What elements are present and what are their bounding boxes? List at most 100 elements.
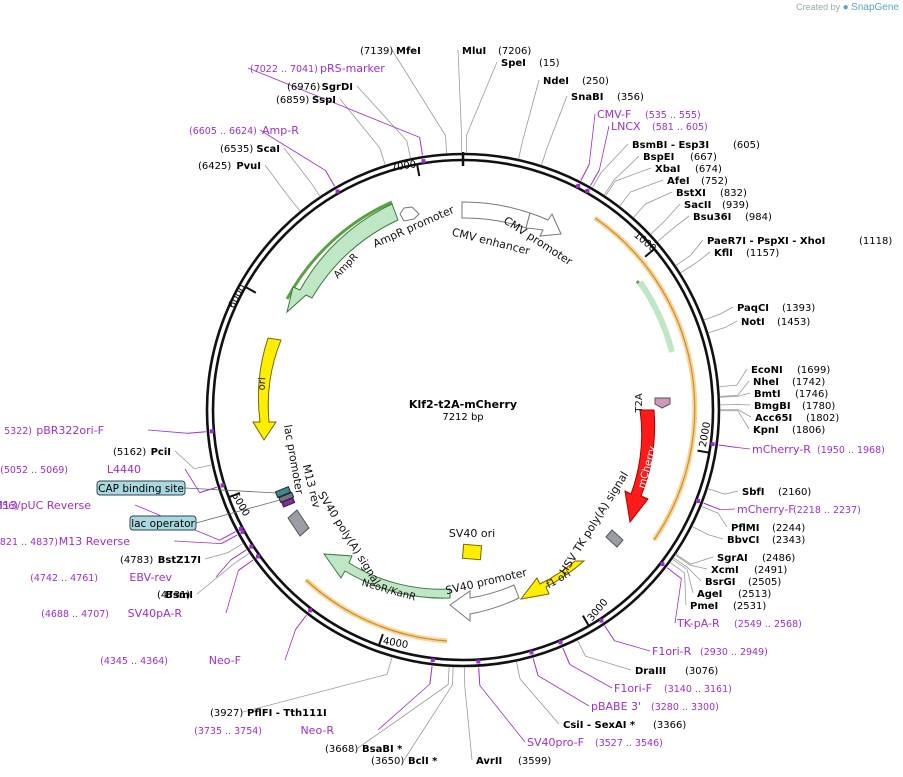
enzyme-name[interactable]: SgrAI: [717, 553, 748, 564]
enzyme-leader-line: [403, 666, 454, 761]
primer-name[interactable]: F1ori-F: [614, 682, 652, 695]
tick-mark: [644, 248, 655, 258]
primer-name[interactable]: mCherry-F: [737, 503, 795, 516]
ori-arrow[interactable]: [252, 337, 282, 441]
mcherry-arrow[interactable]: [624, 409, 656, 524]
enzyme-name[interactable]: XbaI: [655, 164, 680, 175]
primer-name[interactable]: mCherry-R: [752, 443, 811, 456]
m13-rev-box[interactable]: [281, 497, 296, 508]
primer-name[interactable]: M13/pUC Reverse: [0, 499, 91, 512]
lac-operator-box[interactable]: [274, 485, 292, 499]
enzyme-name[interactable]: CsiI - SexAI *: [563, 720, 636, 731]
enzyme-name[interactable]: BsaBI *: [362, 744, 403, 755]
enzyme-name[interactable]: PaeR7I - PspXI - XhoI: [707, 236, 825, 247]
enzyme-name[interactable]: AfeI: [667, 176, 690, 187]
sv40-ori-box[interactable]: [461, 543, 483, 561]
tick-label: 7000: [390, 159, 417, 173]
enzyme-position: (2513): [738, 589, 771, 600]
enzyme-name[interactable]: SspI: [312, 95, 336, 106]
feature-label[interactable]: T2A: [634, 393, 645, 413]
primer-name[interactable]: LNCX: [611, 120, 641, 133]
primer-leader-line: [703, 502, 721, 511]
enzyme-name[interactable]: BsrGI: [705, 577, 735, 588]
enzyme-leader-line: [719, 409, 752, 418]
enzyme-name[interactable]: MfeI: [396, 46, 421, 57]
enzyme-name[interactable]: BclI *: [408, 756, 438, 767]
feature-label[interactable]: HSV TK poly(A) signal: [557, 469, 631, 577]
enzyme-name[interactable]: BsmBI - Esp3I: [632, 140, 709, 151]
enzyme-name[interactable]: AgeI: [697, 589, 722, 600]
feature-label[interactable]: lac promoter: [281, 424, 306, 496]
enzyme-name[interactable]: PflFI - Tth111I: [247, 708, 327, 719]
primer-name[interactable]: pRS-marker: [320, 62, 385, 75]
cmv-promoter-arrow[interactable]: [525, 212, 562, 237]
enzyme-name[interactable]: SbfI: [742, 487, 764, 498]
enzyme-name[interactable]: Acc65I: [755, 413, 792, 424]
enzyme-name[interactable]: PflMI: [731, 523, 759, 534]
enzyme-name[interactable]: BmtI: [754, 389, 781, 400]
enzyme-name[interactable]: NheI: [753, 377, 779, 388]
primer-name[interactable]: L4440: [107, 463, 141, 476]
enzyme-name[interactable]: XcmI: [711, 565, 739, 576]
ampr-promoter-arrow[interactable]: [399, 206, 420, 222]
primer-range: (581 .. 605): [652, 122, 708, 133]
ampr-arrow[interactable]: [286, 203, 399, 314]
enzyme-name[interactable]: PmeI: [690, 601, 718, 612]
primer-range: (7022 .. 7041): [250, 64, 318, 75]
enzyme-leader-line: [719, 380, 750, 397]
enzyme-name[interactable]: MluI: [462, 46, 486, 57]
enzyme-name[interactable]: KpnI: [753, 425, 779, 436]
primer-leader-line: [429, 666, 433, 685]
primer-name[interactable]: M13 Reverse: [59, 535, 130, 548]
enzyme-name[interactable]: NotI: [741, 317, 765, 328]
boxed-feature-box[interactable]: [129, 515, 197, 531]
enzyme-name[interactable]: BstXI: [676, 188, 706, 199]
enzyme-name[interactable]: AvrII: [476, 756, 502, 767]
enzyme-name[interactable]: PaqCI: [737, 303, 769, 314]
enzyme-name[interactable]: BmgBI: [754, 401, 791, 412]
enzyme-name[interactable]: ScaI: [256, 144, 280, 155]
primer-name[interactable]: EBV-rev: [129, 571, 172, 584]
primer-name[interactable]: pBABE 3': [591, 700, 641, 713]
enzyme-name[interactable]: EcoNI: [751, 365, 783, 376]
feature-label[interactable]: ori: [257, 377, 269, 391]
hsv-tk-polya-box[interactable]: [605, 529, 624, 548]
enzyme-name[interactable]: PvuI: [236, 161, 261, 172]
primer-name[interactable]: Neo-F: [209, 654, 241, 667]
primer-name[interactable]: pBR322ori-F: [36, 424, 104, 437]
enzyme-name[interactable]: DraIII: [635, 666, 666, 677]
enzyme-name[interactable]: KflI: [714, 248, 733, 259]
primer-range: (535 .. 555): [645, 110, 701, 121]
primer-name[interactable]: CMV-F: [597, 108, 631, 121]
boxed-feature-box[interactable]: [96, 480, 186, 496]
primer-name[interactable]: Neo-R: [300, 724, 334, 737]
primer-name[interactable]: F1ori-R: [652, 645, 692, 658]
primer-name[interactable]: Amp-R: [262, 124, 299, 137]
mcherry-orf-highlight-core: [594, 217, 696, 541]
primer-name[interactable]: SV40pA-R: [128, 607, 183, 620]
enzyme-name[interactable]: BsmI: [165, 590, 193, 601]
enzyme-name[interactable]: SpeI: [501, 58, 526, 69]
sv40-polya-box[interactable]: [287, 509, 310, 537]
enzyme-leader-line: [605, 167, 652, 197]
enzyme-name[interactable]: Bsu36I: [693, 212, 731, 223]
enzyme-name[interactable]: BstZ17I: [158, 555, 201, 566]
primer-leader-line: [674, 578, 682, 624]
enzyme-name[interactable]: BbvCI: [727, 535, 759, 546]
primer-name[interactable]: TK-pA-R: [676, 617, 720, 630]
enzyme-name[interactable]: BspEI: [643, 152, 674, 163]
enzyme-name[interactable]: SnaBI: [571, 92, 603, 103]
t2a-feature[interactable]: [654, 397, 671, 409]
f1-ori-arrow[interactable]: [519, 560, 586, 600]
sv40-promoter-arrow[interactable]: [449, 584, 520, 623]
enzyme-name[interactable]: SgrDI: [322, 82, 353, 93]
enzyme-name[interactable]: SacII: [684, 200, 711, 211]
enzyme-position: (7206): [498, 46, 531, 57]
neor-kanr-arrow[interactable]: [322, 553, 451, 599]
primer-name[interactable]: SV40pro-F: [527, 736, 584, 749]
tick-label: 4000: [382, 636, 409, 651]
enzyme-name[interactable]: PciI: [151, 447, 171, 458]
enzyme-name[interactable]: NdeI: [543, 76, 569, 87]
feature-label[interactable]: SV40 ori: [449, 527, 495, 540]
enzyme-leader-line: [719, 404, 751, 406]
